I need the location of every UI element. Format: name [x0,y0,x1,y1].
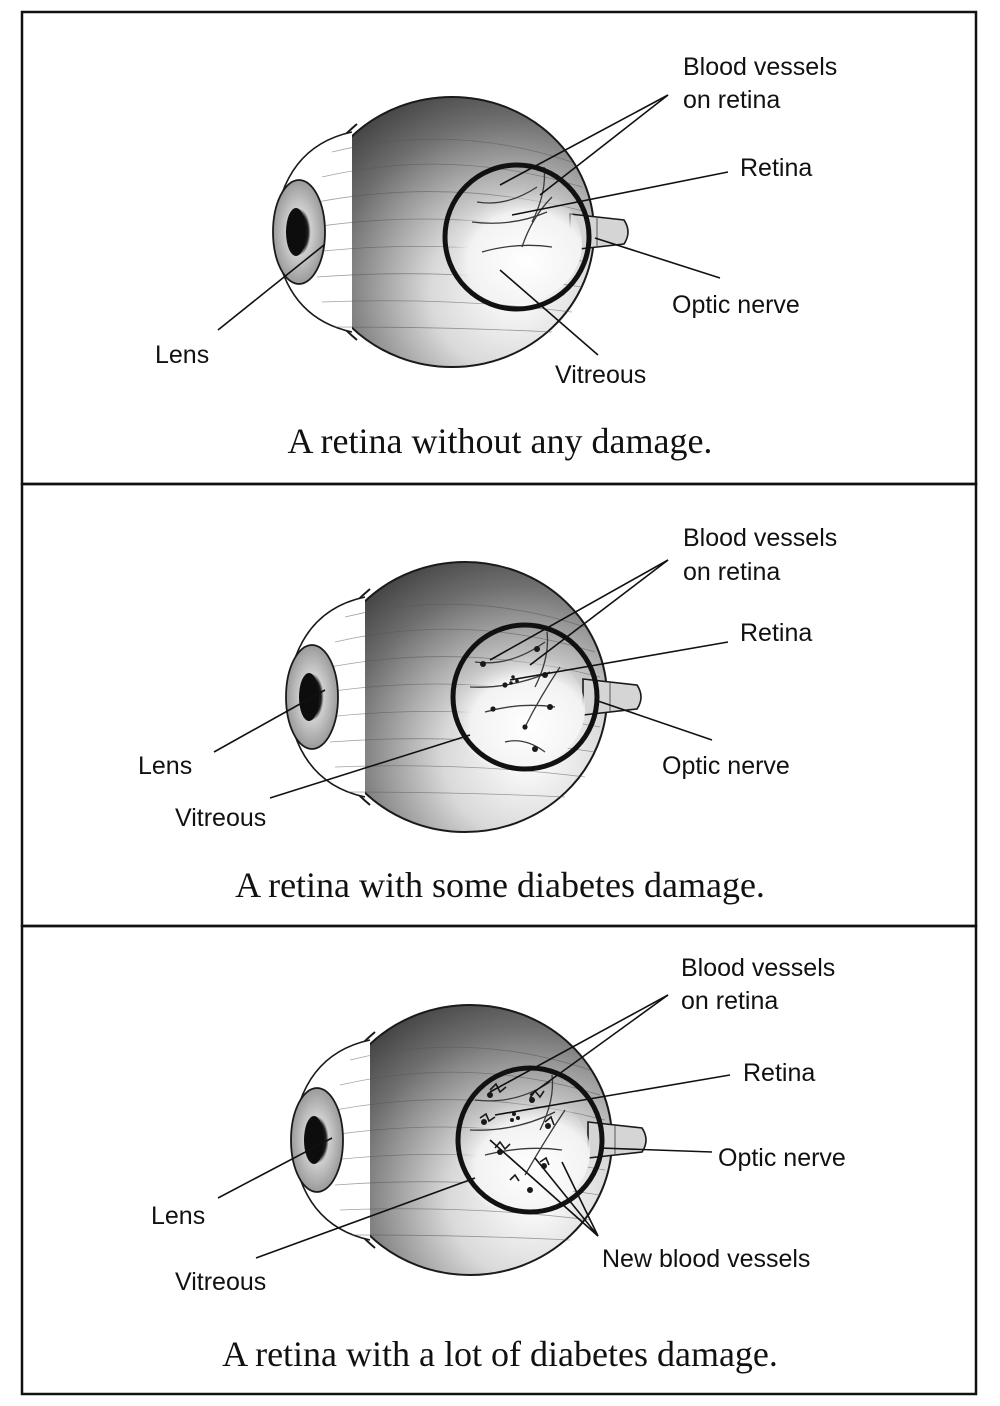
panel-caption: A retina with some diabetes damage. [235,865,765,905]
microaneurysm-blots [480,646,553,752]
panel-no-damage: Blood vessels on retina Retina Optic ner… [20,10,978,486]
label-optic-nerve: Optic nerve [672,291,800,319]
panel-caption: A retina with a lot of diabetes damage. [222,1334,778,1374]
panel-frame [20,924,978,1396]
label-lens: Lens [138,752,192,780]
label-vitreous: Vitreous [175,804,266,832]
label-vitreous: Vitreous [175,1268,266,1296]
label-vitreous: Vitreous [555,361,646,389]
label-retina: Retina [740,619,812,647]
eye-illustration [290,1004,647,1276]
panel-some-damage: Blood vessels on retina Retina Optic ner… [20,482,978,928]
focus-circle [450,622,600,772]
label-optic-nerve: Optic nerve [662,752,790,780]
focus-circle [442,162,592,312]
label-retina: Retina [743,1059,815,1087]
label-optic-nerve: Optic nerve [718,1144,846,1172]
label-blood-vessels: Blood vessels [683,53,837,81]
focus-circle [455,1065,605,1215]
leader-lines [213,559,729,799]
eye-illustration [285,561,642,833]
label-lens: Lens [151,1202,205,1230]
label-retina: Retina [740,154,812,182]
panel-lot-of-damage: Blood vessels on retina Retina Optic ner… [20,924,978,1396]
panel-caption: A retina without any damage. [288,421,713,461]
label-lens: Lens [155,341,209,369]
label-new-blood-vessels: New blood vessels [602,1245,810,1273]
label-blood-vessels: Blood vessels [683,524,837,552]
label-on-retina: on retina [683,86,780,114]
label-blood-vessels: Blood vessels [681,954,835,982]
label-on-retina: on retina [683,558,780,586]
label-on-retina: on retina [681,987,778,1015]
new-blood-vessels [479,1082,555,1193]
leader-lines [217,94,729,356]
eye-illustration [272,96,629,368]
leader-lines [217,994,731,1259]
